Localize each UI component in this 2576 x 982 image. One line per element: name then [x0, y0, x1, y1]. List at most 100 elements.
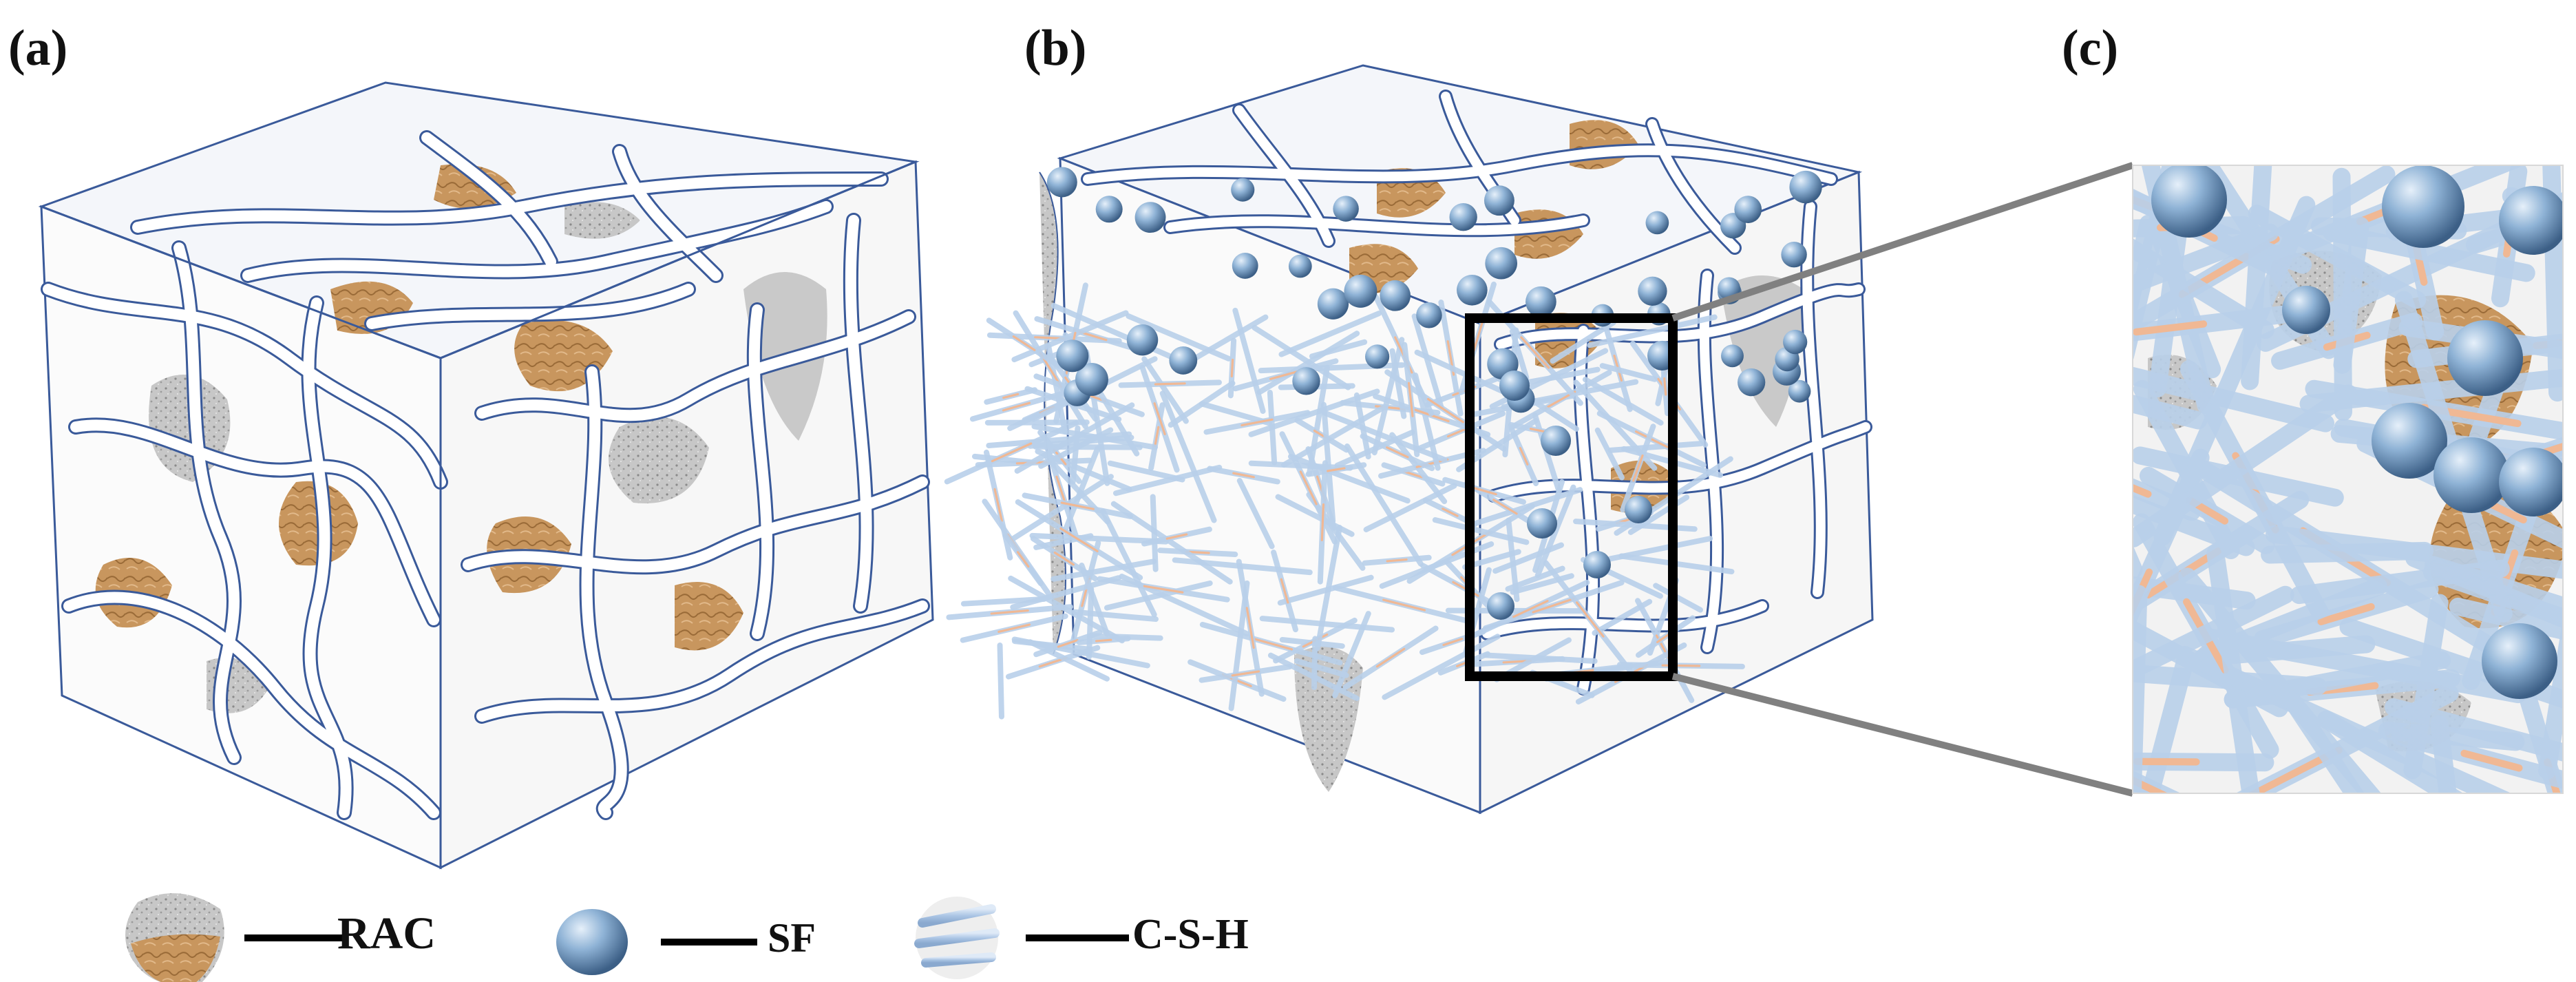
- cube-b-sphere: [1487, 592, 1514, 620]
- cube-b-sphere: [1788, 379, 1811, 403]
- cube-b-needle-core: [1012, 335, 1036, 351]
- cube-b-needle-core: [1520, 336, 1550, 369]
- cube-b-needle-core: [1386, 446, 1409, 459]
- cube-b-needle-core: [1055, 475, 1067, 506]
- cube-b-sphere: [1416, 302, 1442, 328]
- cube-b-needle-core: [990, 609, 1029, 615]
- cube-b-needle: [1159, 390, 1217, 523]
- cube-b-sphere: [1169, 346, 1198, 375]
- cube-b-sphere: [1333, 196, 1359, 222]
- cube-b-needle: [1010, 474, 1114, 542]
- zoom-c-needle: [2149, 201, 2190, 397]
- zoom-c-needle: [2104, 461, 2115, 678]
- cube-b-needle: [1100, 508, 1157, 618]
- cube-b-needle: [1294, 658, 1349, 678]
- cube-a: [38, 81, 934, 870]
- cube-b-sphere: [1781, 241, 1807, 268]
- cube-b-sphere: [1527, 508, 1557, 539]
- cube-b-needle: [1029, 532, 1169, 545]
- cube-b-needle-core: [1060, 501, 1095, 510]
- cube-b-sphere: [1288, 254, 1312, 278]
- zoom-connector-top: [1671, 162, 2134, 322]
- cube-b-sphere: [1380, 280, 1411, 311]
- zoom-c-needle-core: [2559, 213, 2563, 220]
- cube-b-needle: [1248, 460, 1353, 471]
- cube-b: [944, 64, 1874, 815]
- cube-b-needle-core: [1382, 598, 1426, 612]
- cube-b-needle: [1353, 392, 1371, 460]
- zoom-c-sphere: [2447, 320, 2523, 396]
- cube-b-needle-core: [1057, 638, 1079, 648]
- cube-b-needle-core: [1280, 578, 1289, 604]
- zoom-c-needle: [2133, 214, 2157, 332]
- zoom-panel-c: [2104, 165, 2563, 793]
- cube-b-sphere: [1525, 286, 1556, 317]
- cube-b-needle-core: [1403, 470, 1424, 479]
- zoom-c-needle: [2133, 238, 2274, 339]
- cube-b-needle: [1411, 313, 1444, 410]
- cube-b-needle-core: [1442, 638, 1464, 647]
- cube-b-needle-core: [991, 442, 1033, 463]
- zoom-c-needle: [2299, 368, 2563, 413]
- zoom-c-needle-core: [2317, 603, 2375, 625]
- cube-b-sphere: [1056, 339, 1089, 373]
- cube-b-sphere: [1721, 344, 1744, 368]
- cube-b-needle: [1104, 580, 1213, 611]
- legend-rac-swatch: [125, 893, 224, 982]
- zoom-c-needle: [2333, 216, 2369, 374]
- legend-rac-label: RAC: [337, 908, 436, 959]
- cube-b-needle: [1027, 639, 1110, 682]
- cube-b-needle-core: [1231, 670, 1260, 677]
- cube-b-needle: [1110, 501, 1233, 585]
- zoom-c-needle: [2133, 366, 2335, 432]
- cube-b-sphere: [1638, 276, 1667, 306]
- cube-b-needle: [1259, 616, 1395, 633]
- zoom-c-needle: [2515, 677, 2563, 793]
- cube-b-needle: [1051, 558, 1157, 582]
- zoom-c-needle: [2178, 567, 2382, 793]
- zoom-c-sphere: [2434, 437, 2509, 513]
- cube-b-needle-core: [1059, 527, 1099, 552]
- cube-b-sphere: [1789, 170, 1822, 204]
- cube-b-needle: [1281, 404, 1389, 468]
- cube-b-needle-core: [1245, 607, 1255, 649]
- cube-b-needle-core: [1492, 499, 1518, 515]
- cube-b-sphere: [1365, 344, 1390, 369]
- legend-sf-label: SF: [768, 915, 816, 961]
- cube-b-needle: [1322, 410, 1448, 463]
- cube-b-needle: [1236, 477, 1275, 550]
- cube-b-needle: [1587, 314, 1718, 348]
- cube-b-needle: [1314, 525, 1342, 651]
- cube-b-needle: [1363, 483, 1457, 532]
- zoom-c-needle: [2290, 559, 2510, 605]
- legend-sf-swatch: [556, 909, 628, 975]
- cube-b-needle-core: [1471, 486, 1497, 496]
- cube-b-needle: [1168, 380, 1236, 428]
- cube-b-sphere: [1095, 196, 1123, 223]
- cube-b-sphere: [1231, 178, 1255, 202]
- cube-b-needle-core: [1153, 402, 1166, 435]
- cube-b-needle: [984, 419, 1090, 426]
- cube-b-sphere: [1645, 211, 1669, 235]
- cube-b-sphere: [1317, 288, 1349, 320]
- cube-b-needle: [1278, 311, 1382, 357]
- cube-b-needle-core: [1154, 426, 1160, 448]
- cube-b-needle-core: [1016, 551, 1030, 568]
- cube-b-needle: [1653, 583, 1703, 613]
- cube-b-needle-core: [1002, 401, 1031, 412]
- zoom-c-needle: [2316, 710, 2464, 793]
- cube-b-needle: [1534, 484, 1576, 578]
- cube-b-sphere: [1583, 551, 1611, 578]
- zoom-c-sphere: [2482, 623, 2557, 699]
- cube-b-needle-core: [1299, 470, 1318, 505]
- cube-b-needle-core: [997, 623, 1031, 634]
- cube-b-sphere: [1484, 185, 1514, 216]
- legend-csh-swatch: [914, 897, 1000, 979]
- cube-b-needle-core: [1632, 454, 1644, 482]
- cube-b-needle-core: [1165, 533, 1188, 540]
- cube-b-sphere: [1075, 363, 1108, 396]
- cube-b-needle: [1382, 634, 1501, 700]
- legend: [125, 893, 1129, 982]
- zoom-c-needle-core: [2460, 749, 2523, 772]
